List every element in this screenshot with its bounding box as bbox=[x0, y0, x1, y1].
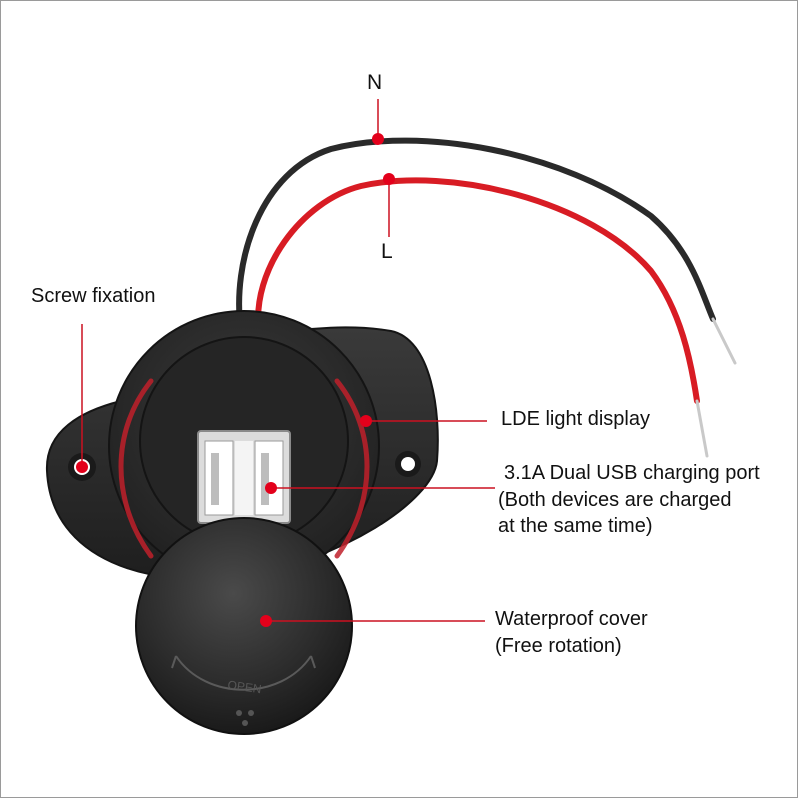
screw-hole-icon-right bbox=[395, 451, 421, 477]
pointer-dot-cover bbox=[260, 615, 272, 627]
label-led-display: LDE light display bbox=[501, 408, 650, 430]
label-usb-line2: (Both devices are charged bbox=[498, 489, 732, 511]
pointer-dot-usb bbox=[265, 482, 277, 494]
label-screw-fixation: Screw fixation bbox=[31, 285, 156, 307]
label-cover-line2: (Free rotation) bbox=[495, 635, 622, 657]
red-wire bbox=[255, 177, 700, 404]
pointer-dot-neutral bbox=[372, 133, 384, 145]
pointer-dot-led bbox=[360, 415, 372, 427]
label-neutral: N bbox=[367, 71, 383, 94]
led-ring-left bbox=[118, 378, 154, 559]
label-live: L bbox=[381, 240, 393, 263]
waterproof-cap bbox=[135, 517, 353, 735]
pointer-dot-screw bbox=[76, 461, 88, 473]
red-wire-tip bbox=[695, 399, 709, 458]
cap-engraving: OPEN bbox=[227, 678, 263, 697]
led-ring-right bbox=[334, 378, 370, 559]
black-wire bbox=[236, 137, 716, 334]
black-wire-tip bbox=[711, 317, 737, 365]
label-cover-line1: Waterproof cover bbox=[495, 608, 648, 630]
label-usb-line3: at the same time) bbox=[498, 515, 653, 537]
pointer-dot-live bbox=[383, 173, 395, 185]
label-usb-line1: 3.1A Dual USB charging port bbox=[504, 462, 760, 484]
usb-a-port-icon bbox=[197, 430, 291, 524]
